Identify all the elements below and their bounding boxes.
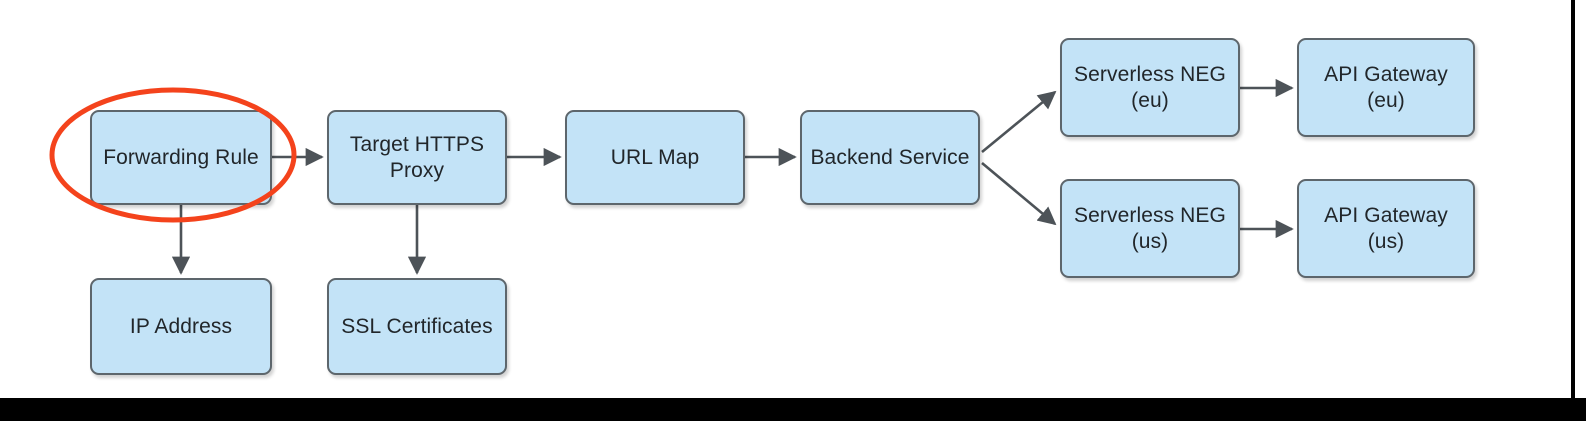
node-label-serverless-neg-us: Serverless NEG (us) — [1074, 203, 1226, 253]
node-target-https-proxy[interactable]: Target HTTPS Proxy — [327, 110, 507, 205]
node-api-gateway-us[interactable]: API Gateway (us) — [1297, 179, 1475, 278]
node-label-backend-service: Backend Service — [810, 145, 970, 169]
node-ssl-certificates[interactable]: SSL Certificates — [327, 278, 507, 375]
node-url-map[interactable]: URL Map — [565, 110, 745, 205]
node-label-forwarding-rule: Forwarding Rule — [103, 145, 259, 169]
edge-backend-service-to-serverless-neg-us — [981, 162, 1057, 226]
node-ip-address[interactable]: IP Address — [90, 278, 272, 375]
frame-border-bottom — [0, 398, 1586, 421]
node-serverless-neg-eu[interactable]: Serverless NEG (eu) — [1060, 38, 1240, 137]
frame-border-right — [1571, 0, 1575, 421]
node-serverless-neg-us[interactable]: Serverless NEG (us) — [1060, 179, 1240, 278]
node-label-ip-address: IP Address — [129, 314, 233, 338]
edge-backend-service-to-serverless-neg-eu — [981, 90, 1057, 154]
node-api-gateway-eu[interactable]: API Gateway (eu) — [1297, 38, 1475, 137]
node-label-api-gateway-us: API Gateway (us) — [1324, 203, 1448, 253]
node-backend-service[interactable]: Backend Service — [800, 110, 980, 205]
node-forwarding-rule[interactable]: Forwarding Rule — [90, 110, 272, 205]
node-label-api-gateway-eu: API Gateway (eu) — [1324, 62, 1448, 112]
node-label-target-https-proxy: Target HTTPS Proxy — [349, 132, 485, 182]
node-label-url-map: URL Map — [610, 145, 700, 169]
flowchart: Forwarding Rule Target HTTPS Proxy URL M… — [49, 38, 1475, 375]
node-label-serverless-neg-eu: Serverless NEG (eu) — [1074, 62, 1226, 112]
node-label-ssl-certificates: SSL Certificates — [341, 314, 493, 338]
